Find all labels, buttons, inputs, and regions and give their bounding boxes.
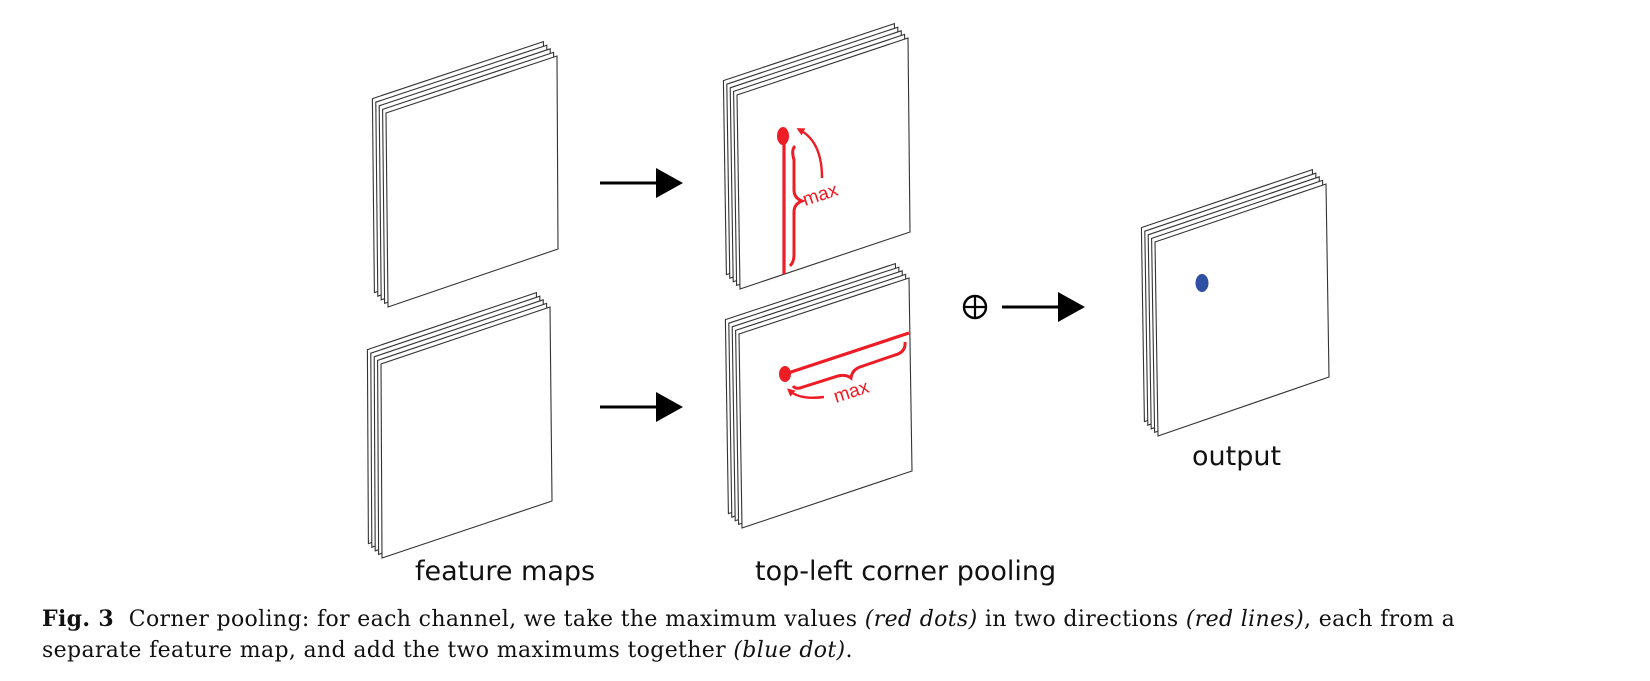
caption-text: separate feature map, and add the two ma…: [42, 638, 734, 663]
feature-map-stack-bottom: [366, 291, 553, 559]
feature-sheet: [385, 55, 559, 308]
caption-text: in two directions: [977, 607, 1186, 632]
output-stack: [1140, 168, 1330, 437]
arrow-bottom: [600, 392, 683, 422]
curly-brace-vertical: [788, 144, 807, 268]
caption-italic-blue-dot: (blue dot): [733, 638, 846, 663]
figure-caption-line-1: Fig. 3 Corner pooling: for each channel,…: [42, 606, 1455, 632]
curved-arrow-up: [796, 128, 824, 179]
red-horizontal-line: [784, 331, 910, 376]
curved-arrow-left: [787, 388, 825, 399]
feature-sheet: [1154, 183, 1330, 437]
caption-text: .: [845, 638, 853, 663]
arrow-to-output: [1002, 292, 1085, 322]
caption-text: , each from a: [1304, 607, 1456, 632]
plus-symbol-icon: [962, 294, 988, 320]
output-label: output: [1192, 441, 1281, 472]
red-dot-top: [777, 127, 789, 145]
figure-caption-line-2: separate feature map, and add the two ma…: [42, 638, 853, 663]
feature-sheet: [380, 306, 553, 559]
figure-number: Fig. 3: [42, 606, 115, 632]
caption-text: Corner pooling: for each channel, we tak…: [128, 607, 865, 632]
pooling-label: top-left corner pooling: [755, 556, 1056, 587]
curly-brace-horizontal: [791, 341, 907, 390]
feature-map-stack-top: [371, 40, 559, 308]
caption-italic-red-dots: (red dots): [864, 607, 978, 632]
blue-output-dot: [1195, 274, 1209, 292]
pooling-stack-top: [722, 22, 911, 290]
pooling-stack-bottom: [724, 262, 913, 529]
arrow-top: [600, 168, 683, 198]
feature-sheet: [738, 277, 913, 529]
feature-sheet: [736, 37, 911, 290]
caption-italic-red-lines: (red lines): [1185, 607, 1305, 632]
feature-maps-label: feature maps: [415, 556, 595, 587]
red-dot-bottom: [779, 366, 791, 382]
